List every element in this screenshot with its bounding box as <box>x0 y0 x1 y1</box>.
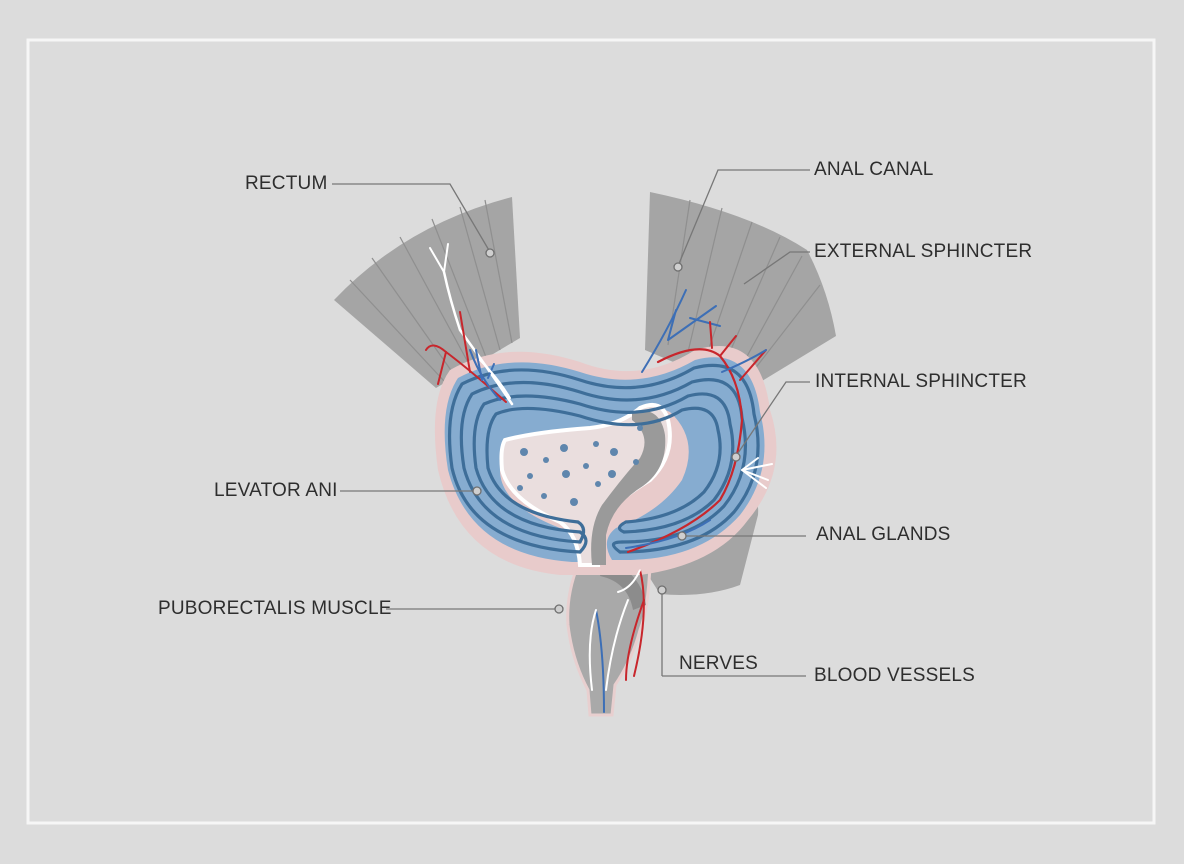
leader-internal-sphincter <box>735 381 810 457</box>
label-nerves: NERVES <box>679 653 758 674</box>
diagram-frame <box>26 38 1156 825</box>
left-muscle-fan <box>334 197 520 388</box>
leader-anal-canal <box>677 169 810 267</box>
lower-vessels <box>588 569 645 713</box>
leader-external-sphincter <box>743 251 810 285</box>
label-anal-canal: ANAL CANAL <box>814 159 934 180</box>
label-rectum: RECTUM <box>245 173 328 194</box>
ring-line-ends <box>576 520 628 554</box>
label-levator-ani: LEVATOR ANI <box>214 480 338 501</box>
mucosa-ring-lines <box>447 363 760 554</box>
leader-endpoints <box>472 248 741 614</box>
right-vessels <box>625 289 773 554</box>
label-blood-vessels: BLOOD VESSELS <box>814 665 976 686</box>
left-vessels <box>425 243 514 406</box>
label-puborectalis-muscle: PUBORECTALIS MUSCLE <box>158 598 392 619</box>
left-fan-striations <box>349 199 513 383</box>
label-internal-sphincter: INTERNAL SPHINCTER <box>815 371 1027 392</box>
label-external-sphincter: EXTERNAL SPHINCTER <box>814 241 1033 262</box>
right-muscle-fan <box>645 192 836 392</box>
leader-lines <box>332 169 810 677</box>
anal-canal-tube <box>566 563 652 717</box>
leader-rectum <box>332 183 491 253</box>
puborectalis-fold <box>591 410 666 565</box>
label-anal-glands: ANAL GLANDS <box>816 524 951 545</box>
lumen-dots <box>517 425 643 506</box>
